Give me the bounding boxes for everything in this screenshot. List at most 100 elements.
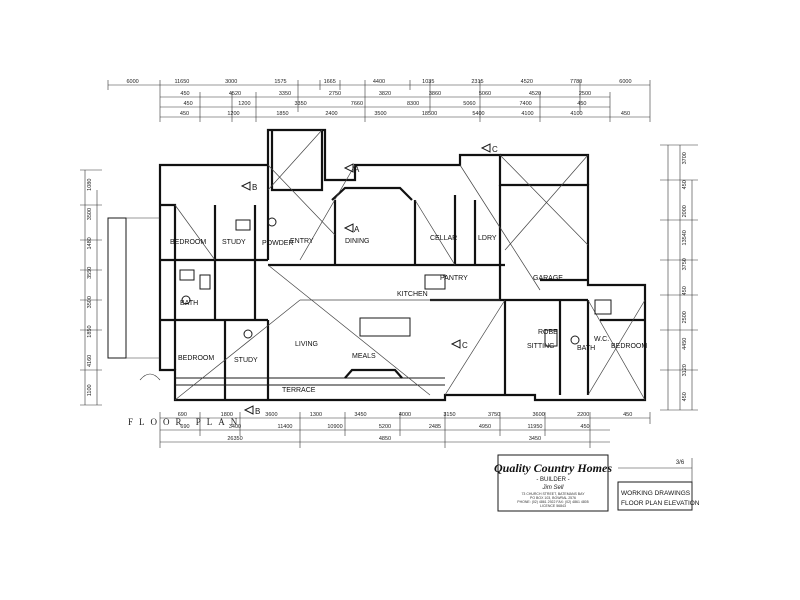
dimension-value: 4400 — [373, 79, 385, 85]
section-mark-a-mid: A — [354, 225, 360, 234]
dimension-value: 18500 — [422, 111, 437, 117]
dimension-value: 450 — [682, 392, 688, 401]
room-labels: BEDROOM STUDY POWDER ENTRY DINING CELLAR… — [170, 235, 647, 394]
dimension-value: 6000 — [619, 79, 631, 85]
dimension-value: 1035 — [422, 79, 434, 85]
room-label-dining: DINING — [345, 238, 370, 245]
dimension-value: 11650 — [174, 79, 189, 85]
drawing-type: WORKING DRAWINGS — [621, 490, 691, 497]
section-mark-b-top: B — [252, 183, 257, 192]
dimension-value: 450 — [180, 111, 189, 117]
dimension-value: 4100 — [521, 111, 533, 117]
dimension-value: 1100 — [87, 384, 93, 396]
room-label-entry: ENTRY — [290, 238, 314, 245]
dimension-value: 7400 — [519, 101, 531, 107]
dimension-value: 3750 — [488, 412, 500, 418]
dimension-value: 2750 — [329, 91, 341, 97]
dimension-value: 1200 — [238, 101, 250, 107]
dimension-value: 7660 — [351, 101, 363, 107]
dimension-value: 4160 — [87, 355, 93, 367]
dimension-value: 450 — [682, 286, 688, 295]
dimension-value: 4520 — [521, 79, 533, 85]
dimension-value: 5200 — [379, 424, 391, 430]
room-label-terrace: TERRACE — [282, 387, 316, 394]
top-dimension-lines: 6000 11650 3000 1575 1665 4400 1035 2315 4520 778… — [107, 79, 651, 122]
dimension-value: 450 — [621, 111, 630, 117]
dimension-value: 6000 — [126, 79, 138, 85]
address-line-2: PO BOX 103, BOWRAL 2576 — [530, 496, 576, 500]
dimension-value: 3700 — [682, 152, 688, 164]
room-label-sitting: SITTING — [527, 343, 555, 350]
room-label-wc: W.C. — [594, 336, 609, 343]
dimension-value: 1665 — [324, 79, 336, 85]
dimension-value: 26350 — [227, 436, 242, 442]
room-label-bedroom-2: BEDROOM — [178, 355, 214, 362]
dimension-value: 1300 — [310, 412, 322, 418]
dimension-value: 2500 — [579, 91, 591, 97]
dimension-value: 3500 — [87, 208, 93, 220]
address-line-3: PHONE: (02) 4861 2922 FAX: (02) 4861 480… — [517, 500, 588, 504]
dimension-value: 11950 — [528, 424, 543, 430]
dimension-value: 3450 — [529, 436, 541, 442]
dimension-value: 2485 — [429, 424, 441, 430]
room-label-powder: POWDER — [262, 240, 294, 247]
roof-diagonal-lines — [174, 129, 646, 401]
section-mark-b-bottom: B — [255, 407, 260, 416]
dimension-value: 7780 — [570, 79, 582, 85]
dimension-value: 1850 — [87, 325, 93, 337]
dimension-value: 2500 — [682, 311, 688, 323]
dimension-value: 3550 — [87, 267, 93, 279]
dimension-value: 450 — [184, 101, 193, 107]
dimension-value: 4950 — [479, 424, 491, 430]
dimension-value: 4100 — [570, 111, 582, 117]
dimension-value: 8300 — [407, 101, 419, 107]
dimension-value: 4520 — [529, 91, 541, 97]
dimension-value: 450 — [180, 91, 189, 97]
address-line-4: LICENCE 56843 — [540, 504, 566, 508]
dimension-value: 3820 — [379, 91, 391, 97]
dimension-value: 690 — [178, 412, 187, 418]
dimension-value: 4850 — [379, 436, 391, 442]
dimension-value: 3000 — [225, 79, 237, 85]
fixtures — [179, 217, 612, 347]
dimension-value: 2400 — [325, 111, 337, 117]
bottom-dimension-row-3: 26350 4850 3450 — [227, 436, 541, 442]
dimension-value: 450 — [682, 180, 688, 189]
room-label-bath-1: BATH — [180, 300, 198, 307]
section-markers: A A B B C C — [240, 143, 498, 416]
room-label-ldry: LDRY — [478, 235, 497, 242]
room-label-robe: ROBE — [538, 329, 558, 336]
dimension-value: 450 — [577, 101, 586, 107]
room-label-bedroom-3: BEDROOM — [611, 343, 647, 350]
building-walls — [158, 128, 647, 402]
dimension-value: 1575 — [274, 79, 286, 85]
dimension-value: 690 — [180, 424, 189, 430]
dimension-value: 1080 — [87, 179, 93, 191]
room-label-living: LIVING — [295, 341, 318, 348]
address-line-1: 73 CHURCH STREET, BATEMANS BAY — [521, 492, 585, 496]
drawing-info-block: 3/6 WORKING DRAWINGS FLOOR PLAN ELEVATIO… — [617, 458, 700, 511]
dimension-value: 1850 — [276, 111, 288, 117]
sheet-number: 3/6 — [676, 460, 685, 466]
dimension-value: 3150 — [443, 412, 455, 418]
room-label-study-2: STUDY — [234, 357, 258, 364]
section-mark-a-top: A — [354, 165, 360, 174]
dimension-value: 3750 — [682, 258, 688, 270]
dimension-value: 5400 — [472, 111, 484, 117]
room-label-kitchen: KITCHEN — [397, 291, 428, 298]
dimension-value: 3600 — [532, 412, 544, 418]
dimension-value: 2315 — [471, 79, 483, 85]
dimension-value: 3120 — [682, 364, 688, 376]
dimension-value: 4520 — [229, 91, 241, 97]
drawing-subject: FLOOR PLAN ELEVATION — [621, 500, 700, 507]
dimension-value: 3450 — [354, 412, 366, 418]
dimension-value: 3500 — [87, 296, 93, 308]
section-mark-c-top: C — [492, 145, 498, 154]
builder-role: - BUILDER - — [536, 477, 569, 483]
